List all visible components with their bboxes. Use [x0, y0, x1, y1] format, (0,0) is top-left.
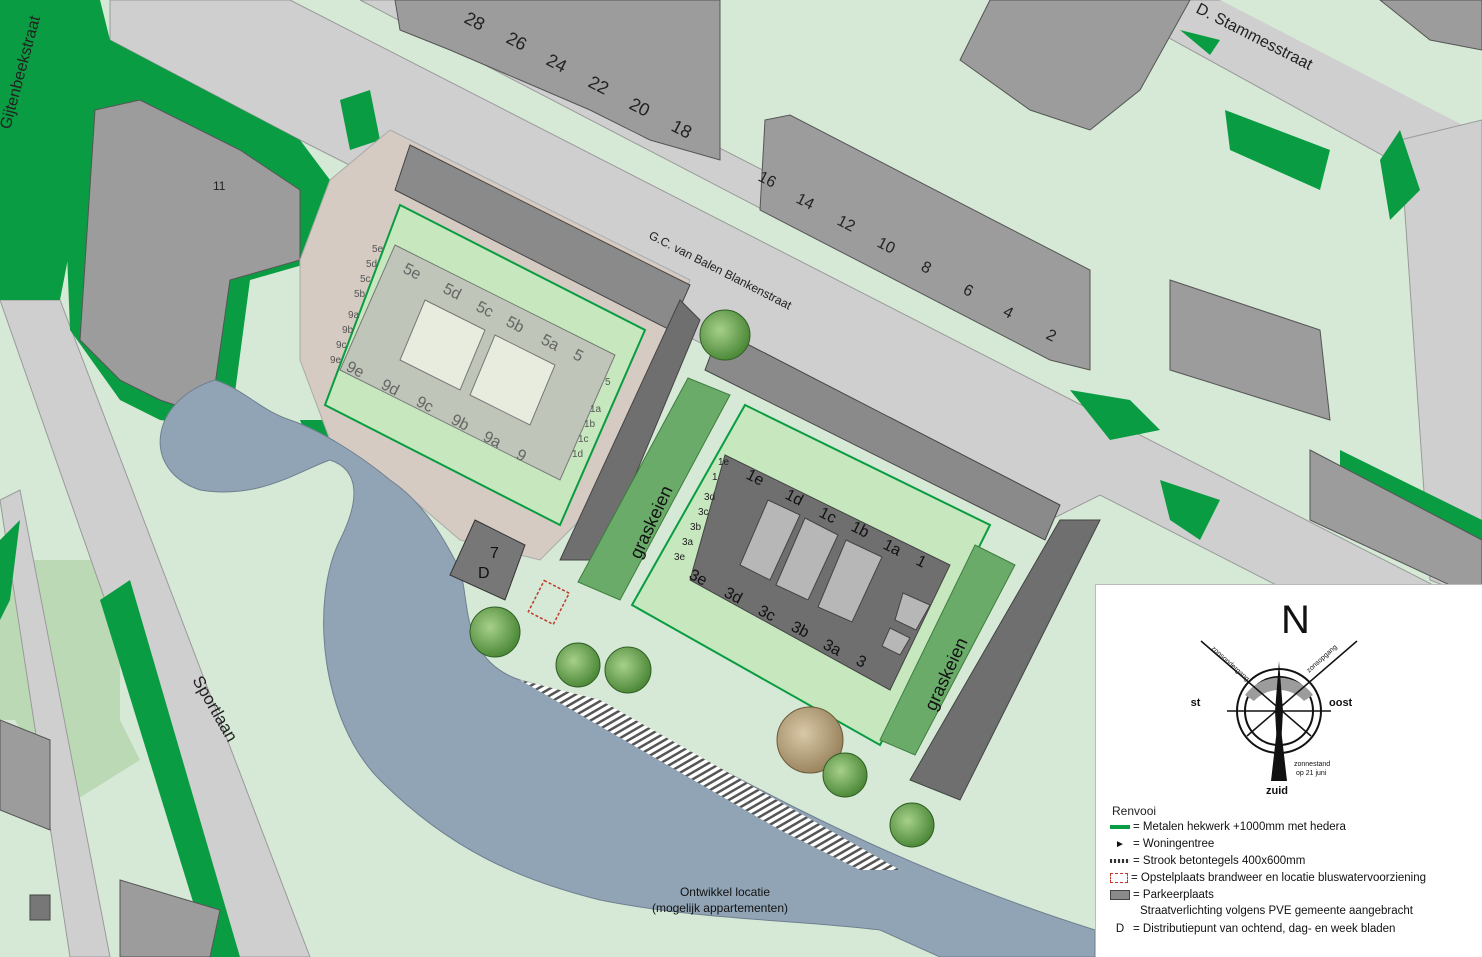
svg-text:9b: 9b	[448, 411, 472, 434]
block-left-houses	[339, 244, 616, 481]
label-sun-line1: zonnestand	[1294, 761, 1330, 768]
svg-text:7: 7	[490, 545, 499, 562]
svg-text:1b: 1b	[584, 419, 596, 430]
legend-panel: N west oost zuid zonsondergang zonsopgan…	[1095, 584, 1482, 957]
svg-text:3e: 3e	[674, 552, 686, 563]
svg-text:3d: 3d	[704, 492, 715, 503]
label-sunset: zonsondergang	[1210, 645, 1251, 683]
house-10: 10	[874, 234, 898, 257]
svg-text:5c: 5c	[473, 298, 496, 321]
svg-text:5c: 5c	[360, 274, 371, 285]
legend-item-entrance: ►= Woningentree	[1110, 838, 1214, 850]
house-16: 16	[755, 168, 779, 191]
svg-text:3e: 3e	[686, 566, 710, 589]
house-14: 14	[793, 190, 817, 213]
svg-text:9c: 9c	[413, 393, 436, 416]
house-12: 12	[834, 212, 858, 235]
svg-text:3c: 3c	[698, 507, 709, 518]
north-row-houses: 28 26 24 22 20 18	[394, 0, 721, 161]
legend-title: Renvooi	[1112, 804, 1157, 818]
green-bar-icon	[1110, 825, 1130, 829]
block-left-labels: 5e 5d 5c 5b 5a 5 9e 9d 9c 9b 9a 9	[343, 260, 586, 465]
development-label-line2: (mogelijk appartementen)	[652, 901, 788, 915]
arrow-icon: ►	[1115, 838, 1125, 850]
svg-text:1a: 1a	[880, 536, 904, 559]
svg-text:5d: 5d	[366, 259, 377, 270]
svg-text:3c: 3c	[755, 602, 778, 625]
svg-text:1e: 1e	[743, 466, 767, 489]
svg-text:9a: 9a	[348, 310, 360, 321]
svg-text:5e: 5e	[400, 260, 424, 283]
svg-text:1: 1	[712, 472, 718, 483]
svg-text:D: D	[478, 565, 490, 582]
canal-water	[159, 379, 1096, 957]
legend-item-fence: = Metalen hekwerk +1000mm met hedera	[1110, 821, 1346, 833]
svg-text:5d: 5d	[440, 280, 464, 303]
svg-text:5: 5	[605, 377, 611, 388]
red-dashed-icon	[1110, 873, 1128, 883]
compass-rose: N west oost zuid zonsondergang zonsopgan…	[1191, 598, 1358, 797]
legend-item-distribution: D= Distributiepunt van ochtend, dag- en …	[1110, 923, 1396, 935]
svg-text:5b: 5b	[354, 289, 366, 300]
svg-text:1d: 1d	[782, 486, 806, 509]
hatched-strip-icon	[1110, 859, 1130, 863]
svg-text:9b: 9b	[342, 325, 354, 336]
svg-text:9d: 9d	[378, 376, 402, 399]
svg-text:1a: 1a	[590, 404, 602, 415]
compass-oost: oost	[1329, 697, 1353, 709]
svg-text:1d: 1d	[572, 449, 583, 460]
compass-north: N	[1281, 598, 1310, 642]
d-symbol: D	[1115, 923, 1125, 935]
embankment-hatch	[520, 680, 860, 870]
legend-item-parking: = Parkeerplaats	[1110, 889, 1214, 901]
svg-text:1b: 1b	[848, 518, 872, 541]
compass-west: west	[1191, 697, 1201, 709]
svg-text:3a: 3a	[682, 537, 694, 548]
svg-text:9e: 9e	[343, 358, 367, 381]
compass-zuid: zuid	[1266, 785, 1288, 797]
grey-box-icon	[1110, 890, 1130, 900]
development-label-line1: Ontwikkel locatie	[680, 885, 770, 899]
block-right-labels: 1e 1d 1c 1b 1a 1 3e 3d 3c 3b 3a 3	[686, 466, 929, 671]
label-building-11: 11	[213, 179, 226, 193]
svg-text:1c: 1c	[816, 504, 839, 527]
legend-item-fire: = Opstelplaats brandweer en locatie blus…	[1110, 872, 1426, 884]
trees	[469, 309, 935, 848]
graskeien-strip-left	[577, 377, 731, 601]
fire-brigade-spot	[527, 579, 571, 626]
svg-text:9c: 9c	[336, 340, 347, 351]
label-sun-line2: op 21 juni	[1296, 770, 1327, 777]
svg-text:1c: 1c	[578, 434, 589, 445]
legend-item-lighting: Straatverlichting volgens PVE gemeente a…	[1140, 905, 1413, 917]
svg-text:3d: 3d	[721, 584, 745, 607]
distribution-point	[449, 519, 526, 601]
svg-text:1e: 1e	[718, 457, 730, 468]
svg-text:3b: 3b	[788, 618, 812, 641]
svg-text:9a: 9a	[480, 428, 504, 451]
svg-text:5b: 5b	[503, 313, 527, 336]
east-row-houses: 16 14 12 10 8 6 4 2	[755, 114, 1091, 371]
graskeien-strip-right	[879, 544, 1016, 756]
label-sunrise: zonsopgang	[1306, 644, 1339, 675]
legend-item-tiles: = Strook betontegels 400x600mm	[1110, 855, 1305, 867]
svg-text:3a: 3a	[820, 636, 844, 659]
parking-row-right	[704, 329, 1061, 541]
svg-text:5a: 5a	[538, 331, 562, 354]
svg-text:3b: 3b	[690, 522, 702, 533]
svg-text:9e: 9e	[330, 355, 342, 366]
svg-text:5e: 5e	[372, 244, 384, 255]
